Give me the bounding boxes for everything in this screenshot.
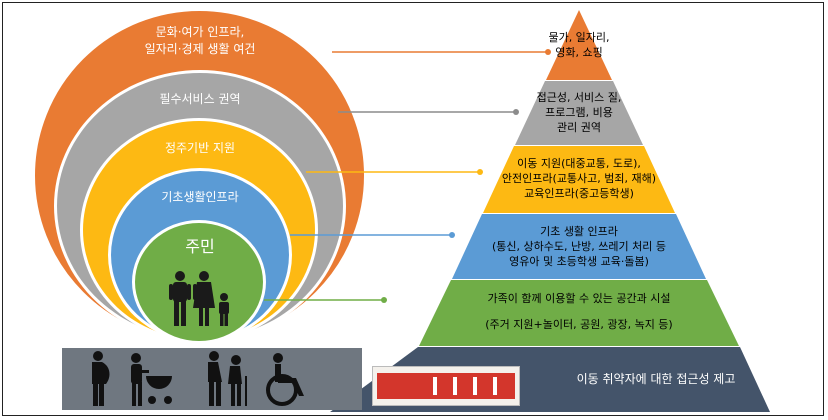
- pyramid-label-tier5: 가족이 함께 이용할 수 있는 공간과 시설 (주거 지원+놀이터, 공원, 광…: [485, 292, 673, 331]
- pyramid-tier4: [452, 214, 706, 279]
- poster-figure-icon: [453, 377, 457, 395]
- pyramid-label-tier2: 접근성, 서비스 질, 프로그램, 비용 관리 권역: [536, 91, 622, 134]
- pyramid-tier5: [419, 280, 739, 346]
- circle-label-level4: 기초생활인프라: [161, 190, 239, 204]
- accessibility-poster-image: [372, 366, 520, 406]
- connector-dot-tier5: [381, 297, 387, 303]
- stroller-icon: [131, 353, 172, 406]
- pyramid-tier1: [546, 10, 612, 80]
- connector-dot-tier1: [545, 49, 551, 55]
- pyramid-label-tier1: 물가, 일자리, 영화, 쇼핑: [548, 31, 610, 59]
- frame-border: [2, 2, 824, 416]
- pyramid-label-base: 이동 취약자에 대한 접근성 제고: [576, 372, 736, 386]
- family-icon: [169, 271, 229, 326]
- poster-banner: [377, 373, 515, 399]
- circle-label-outer: 문화·여가 인프라, 일자리·경제 생활 여건: [144, 25, 256, 56]
- poster-figure-icon: [433, 377, 437, 395]
- connector-dot-tier4: [449, 232, 455, 238]
- circle-label-center: 주민: [185, 237, 215, 256]
- connector-dot-tier2: [513, 109, 519, 115]
- pyramid-label-tier4: 기초 생활 인프라 (통신, 상하수도, 난방, 쓰레기 처리 등 영유아 및 …: [492, 225, 666, 268]
- elderly-cane-icon: [208, 351, 247, 406]
- pregnant-person-icon: [92, 351, 110, 406]
- connector-dot-tier3: [477, 169, 483, 175]
- pyramid-tier3: [483, 146, 675, 213]
- pyramid-tier2: [515, 81, 643, 145]
- poster-figure-icon: [493, 377, 497, 395]
- poster-figure-icon: [473, 377, 477, 395]
- circle-label-level3: 정주기반 지원: [164, 141, 236, 155]
- pyramid-label-tier3: 이동 지원(대중교통, 도로), 안전인프라(교통사고, 범죄, 재해) 교육인…: [501, 157, 657, 200]
- wheelchair-icon: [266, 353, 304, 406]
- circle-label-level2: 필수서비스 권역: [159, 92, 241, 106]
